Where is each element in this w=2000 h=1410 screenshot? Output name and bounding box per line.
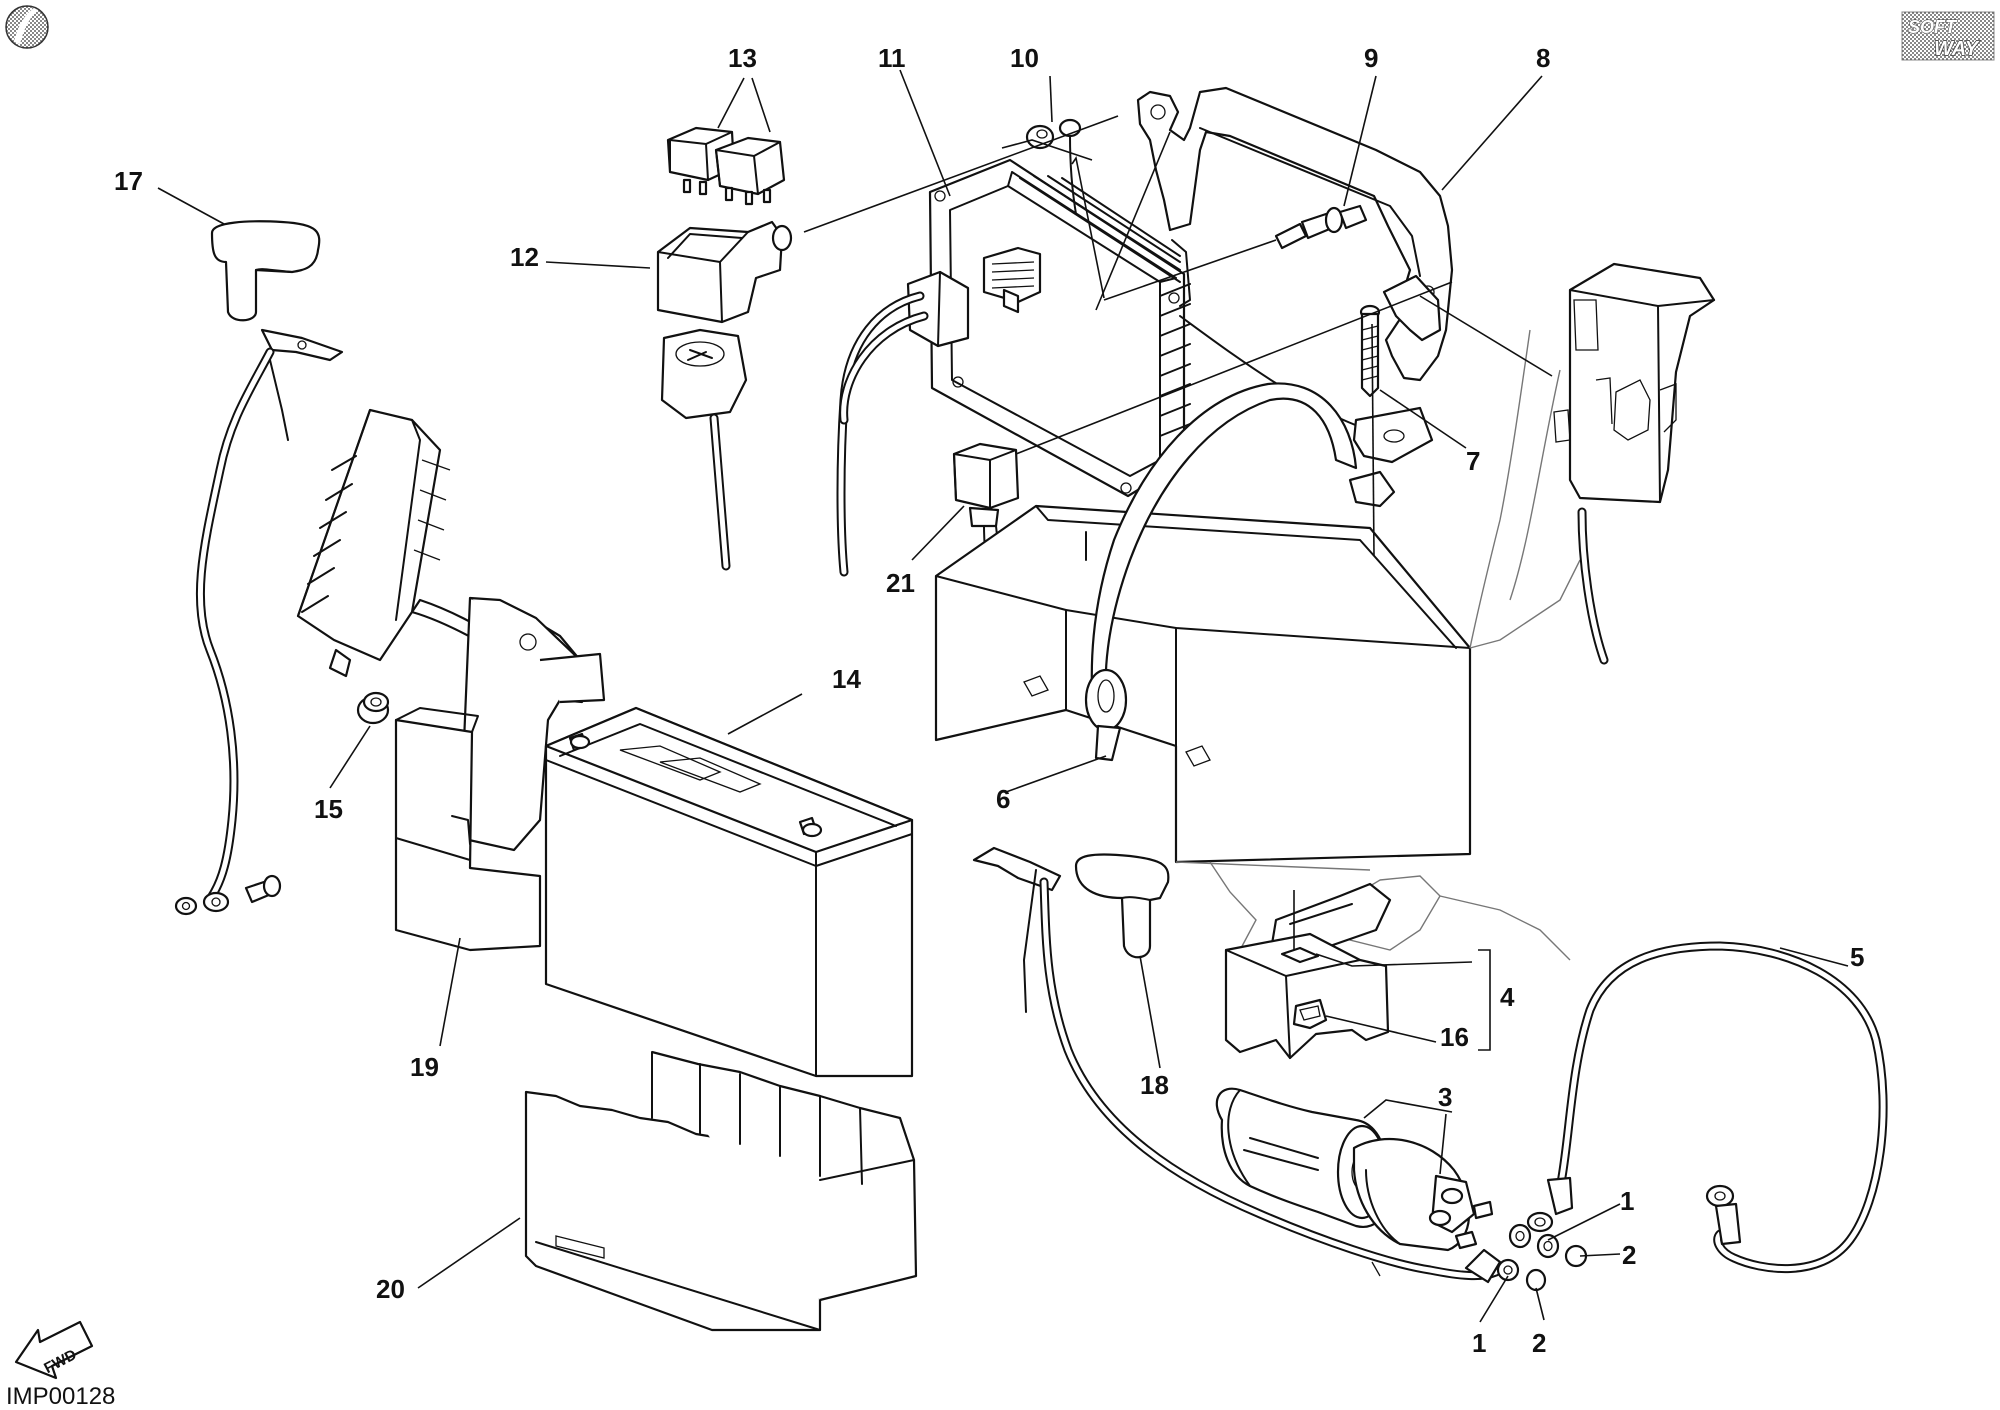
callout-19: 19 [410, 1052, 439, 1082]
battery-cable [972, 846, 1502, 1284]
terminal-cover-18 [1074, 853, 1170, 959]
battery-tray [934, 504, 1472, 951]
callout-2b: 2 [1532, 1328, 1546, 1358]
callout-17: 17 [114, 166, 143, 196]
callout-9: 9 [1364, 43, 1378, 73]
grommet-15 [356, 691, 390, 725]
callout-7: 7 [1466, 446, 1480, 476]
callout-6: 6 [996, 784, 1010, 814]
battery-strap-6 [1084, 382, 1358, 762]
solenoid-cover-4 [1224, 932, 1390, 1060]
brand-badge-icon [5, 5, 49, 49]
softway-logo: SOFT WAY [1901, 11, 1995, 61]
relays-13 [666, 126, 786, 206]
callout-12: 12 [510, 242, 539, 272]
battery-holder-19 [394, 596, 606, 952]
diagram-code: IMP00128 [6, 1383, 115, 1410]
callout-20: 20 [376, 1274, 405, 1304]
fuse-box [296, 408, 502, 678]
solenoid-3 [1215, 1087, 1494, 1252]
cable-5 [1526, 941, 1888, 1273]
callout-8: 8 [1536, 43, 1550, 73]
callout-10: 10 [1010, 43, 1039, 73]
callout-labels: 13 11 10 9 8 17 12 7 21 14 6 15 5 4 16 1… [114, 43, 1864, 1358]
screw-7 [1359, 304, 1381, 398]
callout-2a: 2 [1622, 1240, 1636, 1270]
callout-4: 4 [1500, 982, 1515, 1012]
battery-cover-20 [524, 1050, 918, 1332]
forward-arrow-icon: FWD [14, 1320, 94, 1380]
washers-nuts [1496, 1223, 1588, 1292]
callout-1b: 1 [1472, 1328, 1486, 1358]
callout-5: 5 [1850, 942, 1864, 972]
ground-cable-17 [174, 220, 344, 916]
svg-text:WAY: WAY [1934, 38, 1980, 60]
bolt-9 [1274, 204, 1368, 250]
frame-background [1270, 329, 1581, 961]
callout-13: 13 [728, 43, 757, 73]
callout-14: 14 [832, 664, 861, 694]
callout-18: 18 [1140, 1070, 1169, 1100]
callout-1a: 1 [1620, 1186, 1634, 1216]
callout-21: 21 [886, 568, 915, 598]
battery-14 [544, 706, 914, 1078]
fuse-holder-12 [656, 220, 793, 571]
callout-15: 15 [314, 794, 343, 824]
callout-3: 3 [1438, 1082, 1452, 1112]
connector-block [1553, 262, 1716, 665]
svg-text:SOFT: SOFT [1908, 17, 1958, 37]
callout-11: 11 [878, 43, 906, 73]
leader-lines [157, 69, 1849, 1323]
callout-16: 16 [1440, 1022, 1469, 1052]
